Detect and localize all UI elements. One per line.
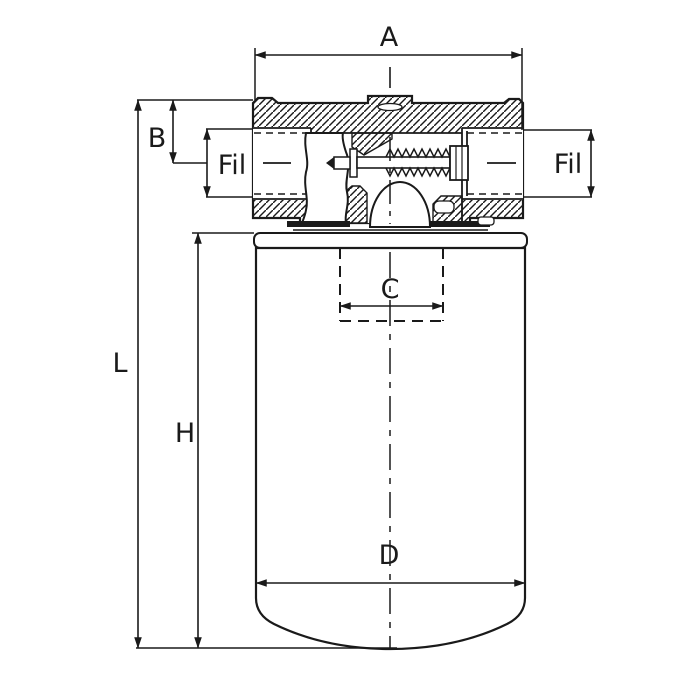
inlet-column bbox=[300, 132, 350, 224]
valve-seat-hatched bbox=[351, 132, 393, 156]
canister-seam bbox=[253, 232, 528, 249]
relief-notch bbox=[433, 200, 455, 214]
gasket-tab bbox=[477, 216, 495, 226]
centerlines bbox=[263, 67, 516, 648]
bypass-valve-assembly bbox=[326, 145, 469, 181]
valve-nut-flats bbox=[455, 146, 463, 180]
spring-coil-bottom bbox=[385, 166, 451, 178]
filter-head-section bbox=[251, 94, 525, 231]
gasket-bar-left bbox=[287, 221, 350, 227]
dim-label-H: H bbox=[175, 418, 195, 449]
valve-nut bbox=[449, 145, 469, 181]
port-thread-dashes bbox=[254, 132, 523, 195]
dim-label-A: A bbox=[380, 22, 399, 53]
valve-pin bbox=[333, 156, 351, 170]
dim-label-L: L bbox=[112, 348, 127, 379]
valve-flange bbox=[349, 148, 358, 178]
dim-label-Fil-left: Fil bbox=[218, 150, 247, 181]
dim-label-C: C bbox=[381, 274, 400, 305]
dim-label-B: B bbox=[148, 123, 167, 154]
head-plug-detail bbox=[377, 102, 403, 112]
valve-pin-tip bbox=[326, 157, 334, 169]
dim-label-D: D bbox=[379, 540, 400, 571]
valve-rod bbox=[356, 156, 451, 169]
diaphragm-dome bbox=[368, 181, 432, 228]
spring-coil-top bbox=[385, 147, 451, 159]
extension-lines bbox=[136, 48, 592, 649]
dim-label-Fil-right: Fil bbox=[554, 149, 583, 180]
dimensions: A B Fil Fil L H C D bbox=[112, 22, 595, 649]
gasket-bar-right bbox=[405, 221, 490, 227]
dimension-lines bbox=[134, 51, 595, 649]
